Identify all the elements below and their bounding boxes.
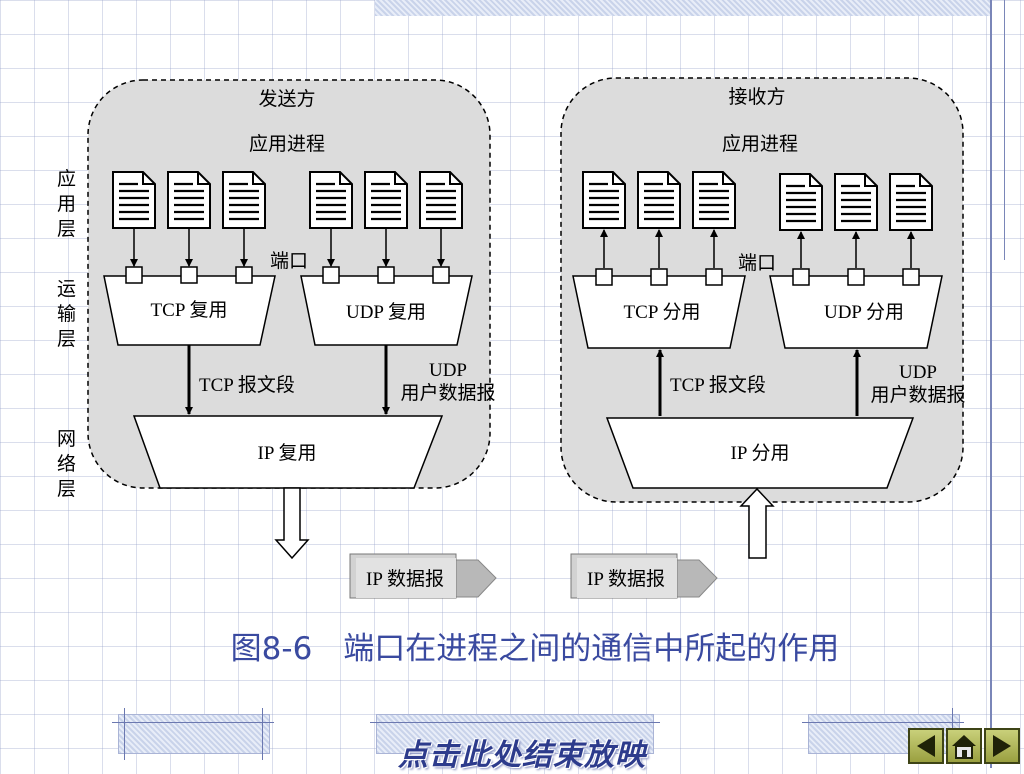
receiver-tcp-segment-label: TCP 报文段 [670, 374, 766, 396]
layer-labels: 应用层 运输层 网络层 [57, 168, 76, 500]
figure-caption: 图8-6 端口在进程之间的通信中所起的作用 [230, 631, 840, 667]
document-icon [581, 170, 627, 230]
footer-decor-line [124, 708, 125, 760]
document-icon [111, 170, 157, 230]
receiver-udp-label-line1: UDP [899, 362, 937, 383]
next-arrow-icon [993, 735, 1011, 757]
receiver-tcp-demux-box [572, 275, 746, 349]
receiver-ip-demux-label: IP 分用 [731, 442, 790, 464]
end-show-link[interactable]: 点击此处结束放映 [398, 738, 646, 773]
document-icon [691, 170, 737, 230]
footer-decor-line [802, 722, 964, 723]
receiver-panel: 接收方 应用进程 端口 TCP 分 [560, 77, 966, 559]
sender-port-label: 端口 [270, 250, 308, 272]
footer-decor-line [112, 722, 274, 723]
footer-decor-box-left [118, 714, 270, 754]
receiver-input-hollow-arrow [739, 487, 775, 559]
receiver-tcp-demux-label: TCP 分用 [624, 301, 701, 323]
document-icon [363, 170, 409, 230]
receiver-udp-demux-label: UDP 分用 [824, 301, 904, 323]
sender-udp-mux-box [300, 275, 473, 346]
sender-down-arrows [130, 228, 445, 267]
sender-ip-mux-label: IP 复用 [258, 442, 317, 464]
ip-datagram-right: IP 数据报 [570, 553, 718, 599]
layer-transport-label: 运输层 [57, 279, 76, 350]
receiver-title: 接收方 [728, 86, 785, 108]
footer-decor-line [262, 708, 263, 760]
ip-datagram-right-label: IP 数据报 [587, 568, 665, 590]
prev-arrow-icon [917, 735, 935, 757]
footer-decor-box-center [376, 714, 654, 754]
right-decor-line-2 [1004, 0, 1005, 260]
document-icon [833, 172, 879, 232]
receiver-port-squares [595, 268, 920, 286]
receiver-ip-demux-box [605, 417, 915, 489]
receiver-udp-label-line2: 用户数据报 [870, 384, 965, 406]
document-icon [778, 172, 824, 232]
sender-udp-mux-label: UDP 复用 [346, 301, 426, 323]
sender-title: 发送方 [258, 88, 315, 110]
footer-decor-line [370, 722, 660, 723]
sender-output-hollow-arrow [274, 487, 310, 560]
next-slide-button[interactable] [984, 728, 1020, 764]
receiver-port-label: 端口 [738, 252, 776, 274]
layer-application-label: 应用层 [57, 168, 76, 240]
sender-tcp-mux-box [103, 275, 276, 346]
document-icon [308, 170, 354, 230]
receiver-app-process-label: 应用进程 [722, 133, 798, 155]
home-button[interactable] [946, 728, 982, 764]
document-icon [166, 170, 212, 230]
sender-panel: 发送方 应用进程 端口 TCP 复 [87, 79, 496, 560]
top-decor-band [375, 0, 990, 16]
sender-tcp-mux-label: TCP 复用 [151, 299, 228, 321]
right-decor-line [990, 0, 992, 768]
layer-network-label: 网络层 [57, 429, 76, 500]
sender-udp-label-line1: UDP [429, 360, 467, 381]
sender-app-process-label: 应用进程 [249, 133, 325, 155]
receiver-udp-demux-box [769, 275, 943, 349]
receiver-up-arrows [600, 229, 915, 268]
document-icon [636, 170, 682, 230]
document-icon [888, 172, 934, 232]
sender-port-squares [125, 266, 450, 284]
document-icon [418, 170, 464, 230]
ip-datagram-left-label: IP 数据报 [366, 568, 444, 590]
sender-udp-label-line2: 用户数据报 [400, 382, 495, 404]
document-icon [221, 170, 267, 230]
ip-datagram-left: IP 数据报 [349, 553, 497, 599]
prev-slide-button[interactable] [908, 728, 944, 764]
home-icon [952, 735, 976, 759]
sender-tcp-segment-label: TCP 报文段 [199, 374, 295, 396]
sender-ip-mux-box [132, 415, 444, 489]
